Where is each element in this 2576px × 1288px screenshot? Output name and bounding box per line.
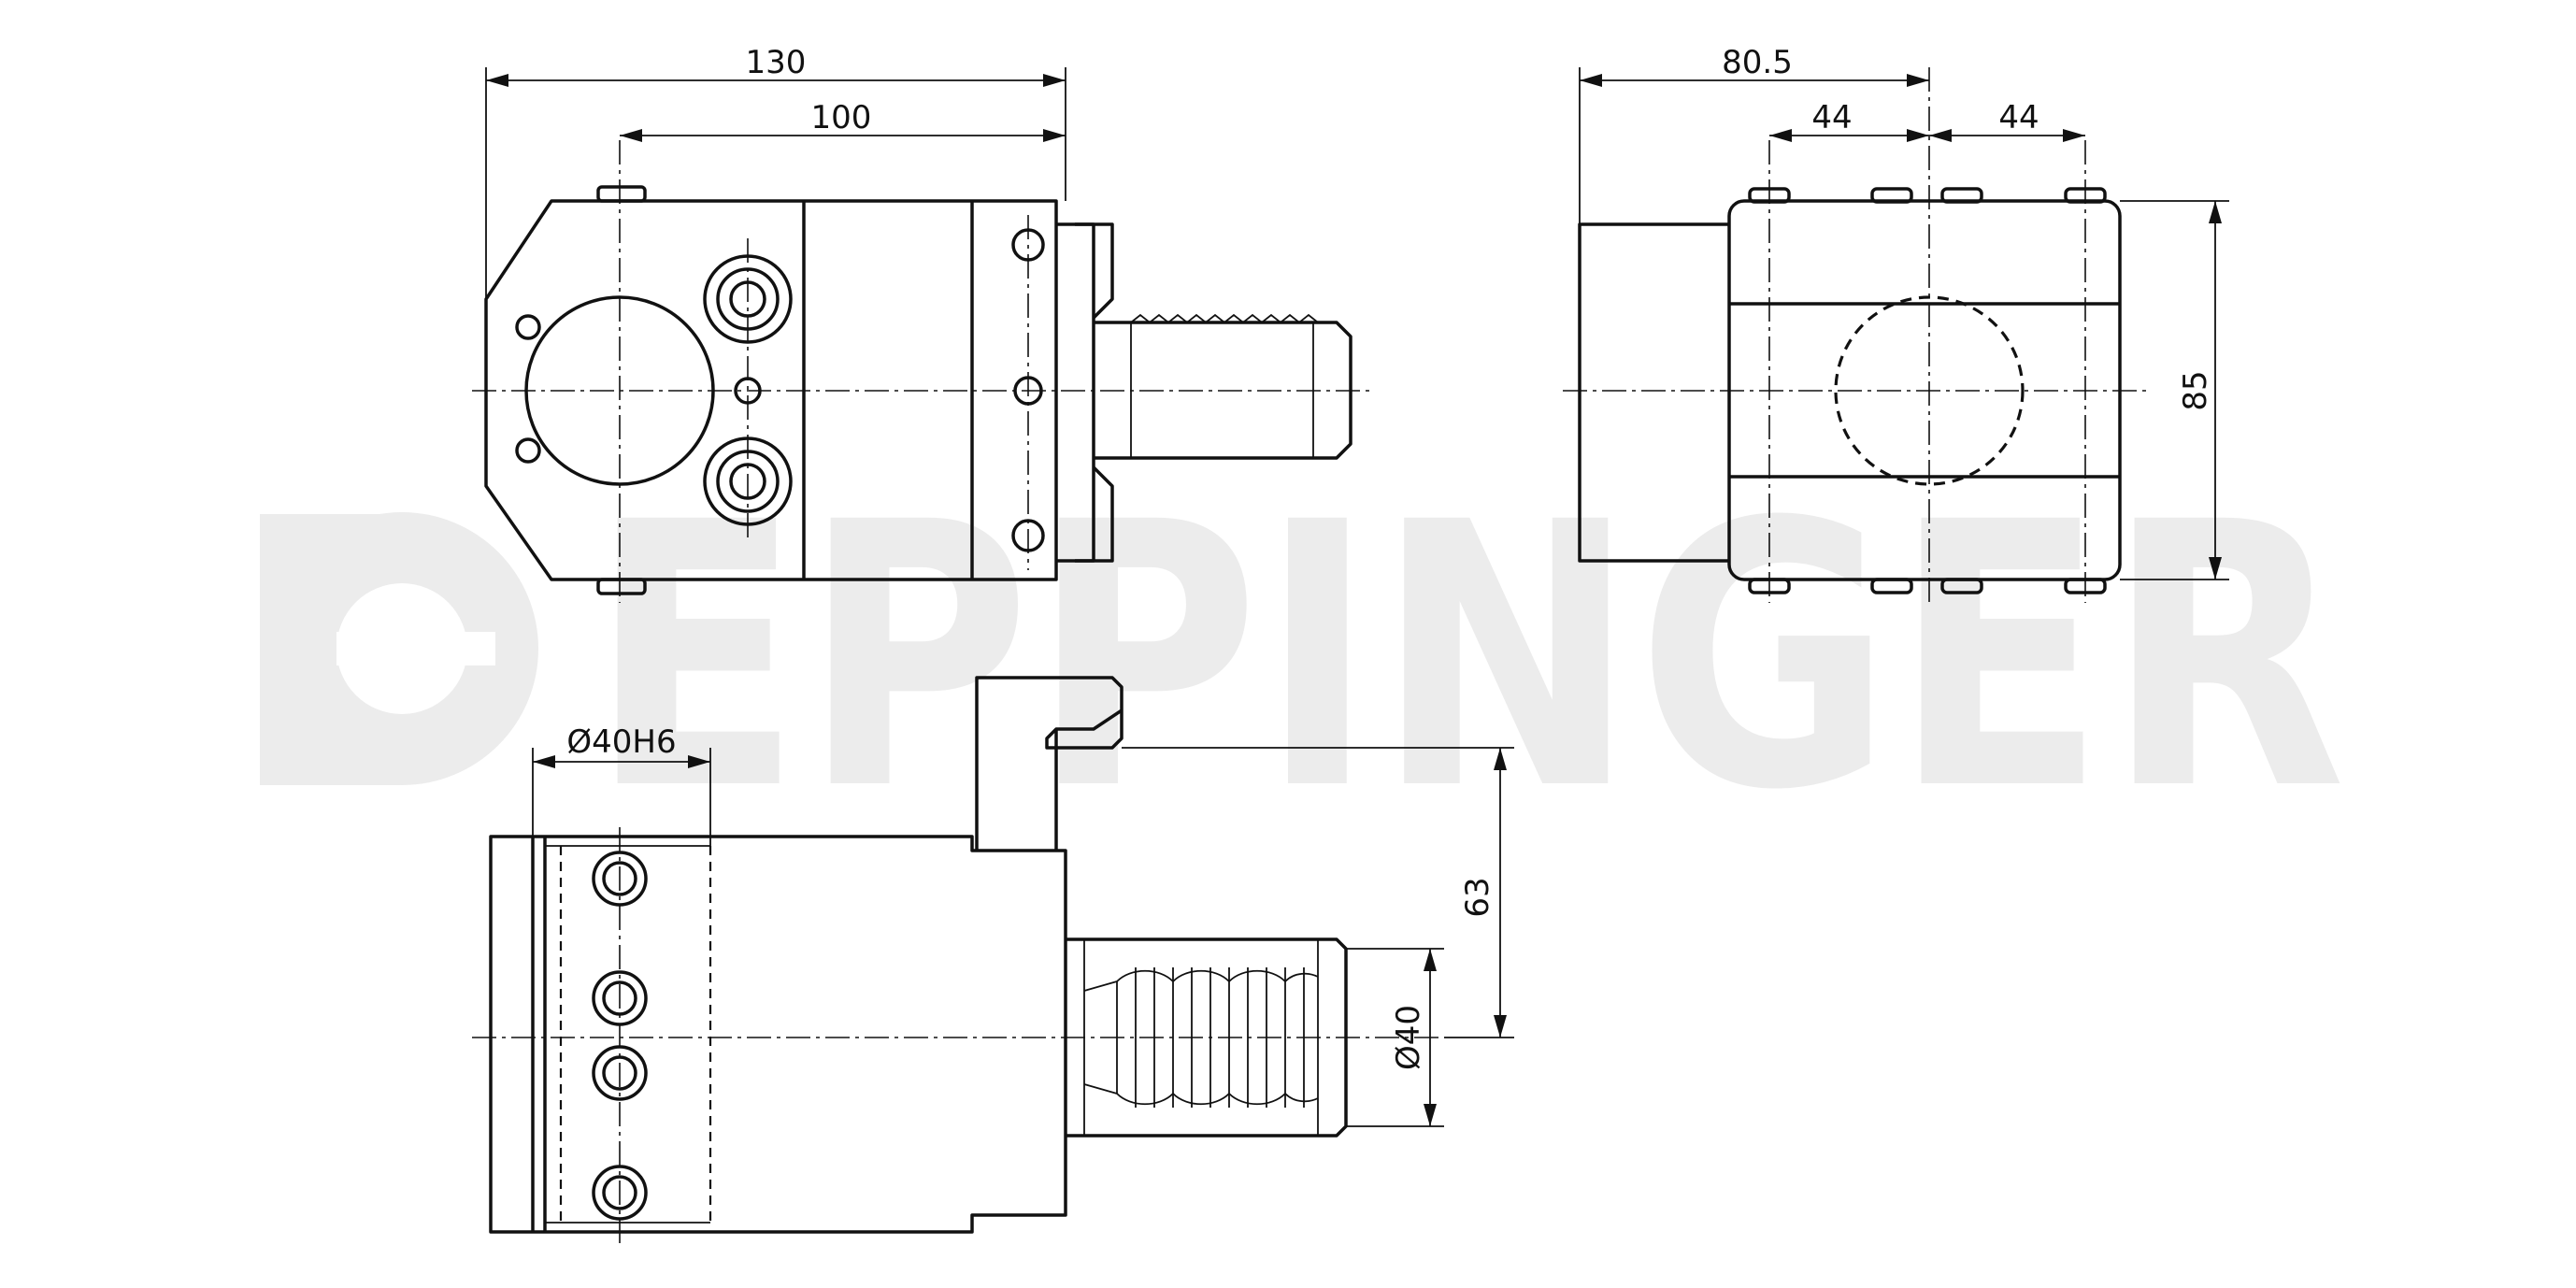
dimension-100: 100 [620,99,1066,142]
top-view: Ø40H6 63 Ø40 [472,676,1514,1243]
eppinger-watermark: EPPINGER [260,445,2346,869]
dim-overall-length: 130 [746,44,807,81]
dimension-63: 63 [1122,747,1514,1038]
dimension-130: 130 [485,44,1066,299]
dimension-80-5: 80.5 [1579,44,1929,224]
dim-bore: Ø40H6 [566,723,676,761]
dimension-shank: Ø40 [1346,948,1444,1127]
dim-body-length: 100 [811,99,872,136]
dim-pitch-right: 44 [1998,99,2039,136]
dim-height: 85 [2177,370,2214,410]
side-view: 80.5 44 44 85 [1563,44,2229,603]
dim-shank: Ø40 [1390,1005,1427,1070]
brand-watermark-text: EPPINGER [589,445,2346,869]
dimension-bore: Ø40H6 [532,723,711,846]
dim-pitch-left: 44 [1811,99,1852,136]
dimension-44-44: 44 44 [1769,99,2085,142]
dim-centre-height: 63 [1459,877,1496,917]
front-view: 130 100 [472,44,1374,603]
dimension-85: 85 [2120,200,2229,580]
dim-depth: 80.5 [1722,44,1793,81]
